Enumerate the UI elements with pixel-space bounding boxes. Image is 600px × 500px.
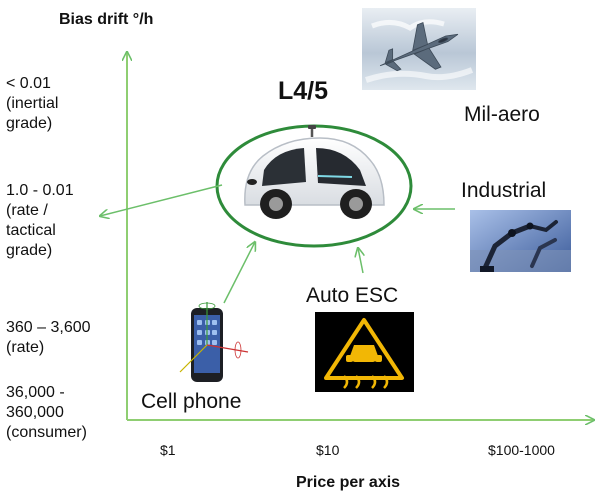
y-level-consumer: 36,000 - 360,000 (consumer) xyxy=(6,384,87,441)
label-mil-aero: Mil-aero xyxy=(464,103,540,126)
self-driving-car-image xyxy=(244,125,385,219)
x-axis-title: Price per axis xyxy=(296,474,401,491)
label-industrial: Industrial xyxy=(461,179,547,202)
stability-control-warning-icon xyxy=(315,312,414,392)
x-tick-100-1000: $100-1000 xyxy=(488,442,555,458)
arrow-esc-to-ellipse xyxy=(358,248,363,274)
fighter-jet-image xyxy=(362,8,476,90)
y-axis-title: Bias drift °/h xyxy=(59,11,154,28)
arrow-phone-to-ellipse xyxy=(223,242,255,304)
industrial-robot-arm-image xyxy=(470,210,571,272)
label-l45: L4/5 xyxy=(278,77,329,105)
y-level-inertial: < 0.01 (inertial grade) xyxy=(6,75,59,132)
x-tick-1: $1 xyxy=(160,442,176,458)
y-level-rate: 360 – 3,600 (rate) xyxy=(6,319,91,356)
y-level-tactical: 1.0 - 0.01 (rate / tactical grade) xyxy=(6,182,74,259)
label-auto-esc: Auto ESC xyxy=(306,284,399,307)
x-tick-10: $10 xyxy=(316,442,340,458)
label-cell-phone: Cell phone xyxy=(141,390,242,413)
smartphone-gyro-image xyxy=(179,302,249,382)
arrow-ellipse-to-tactical xyxy=(100,184,223,216)
